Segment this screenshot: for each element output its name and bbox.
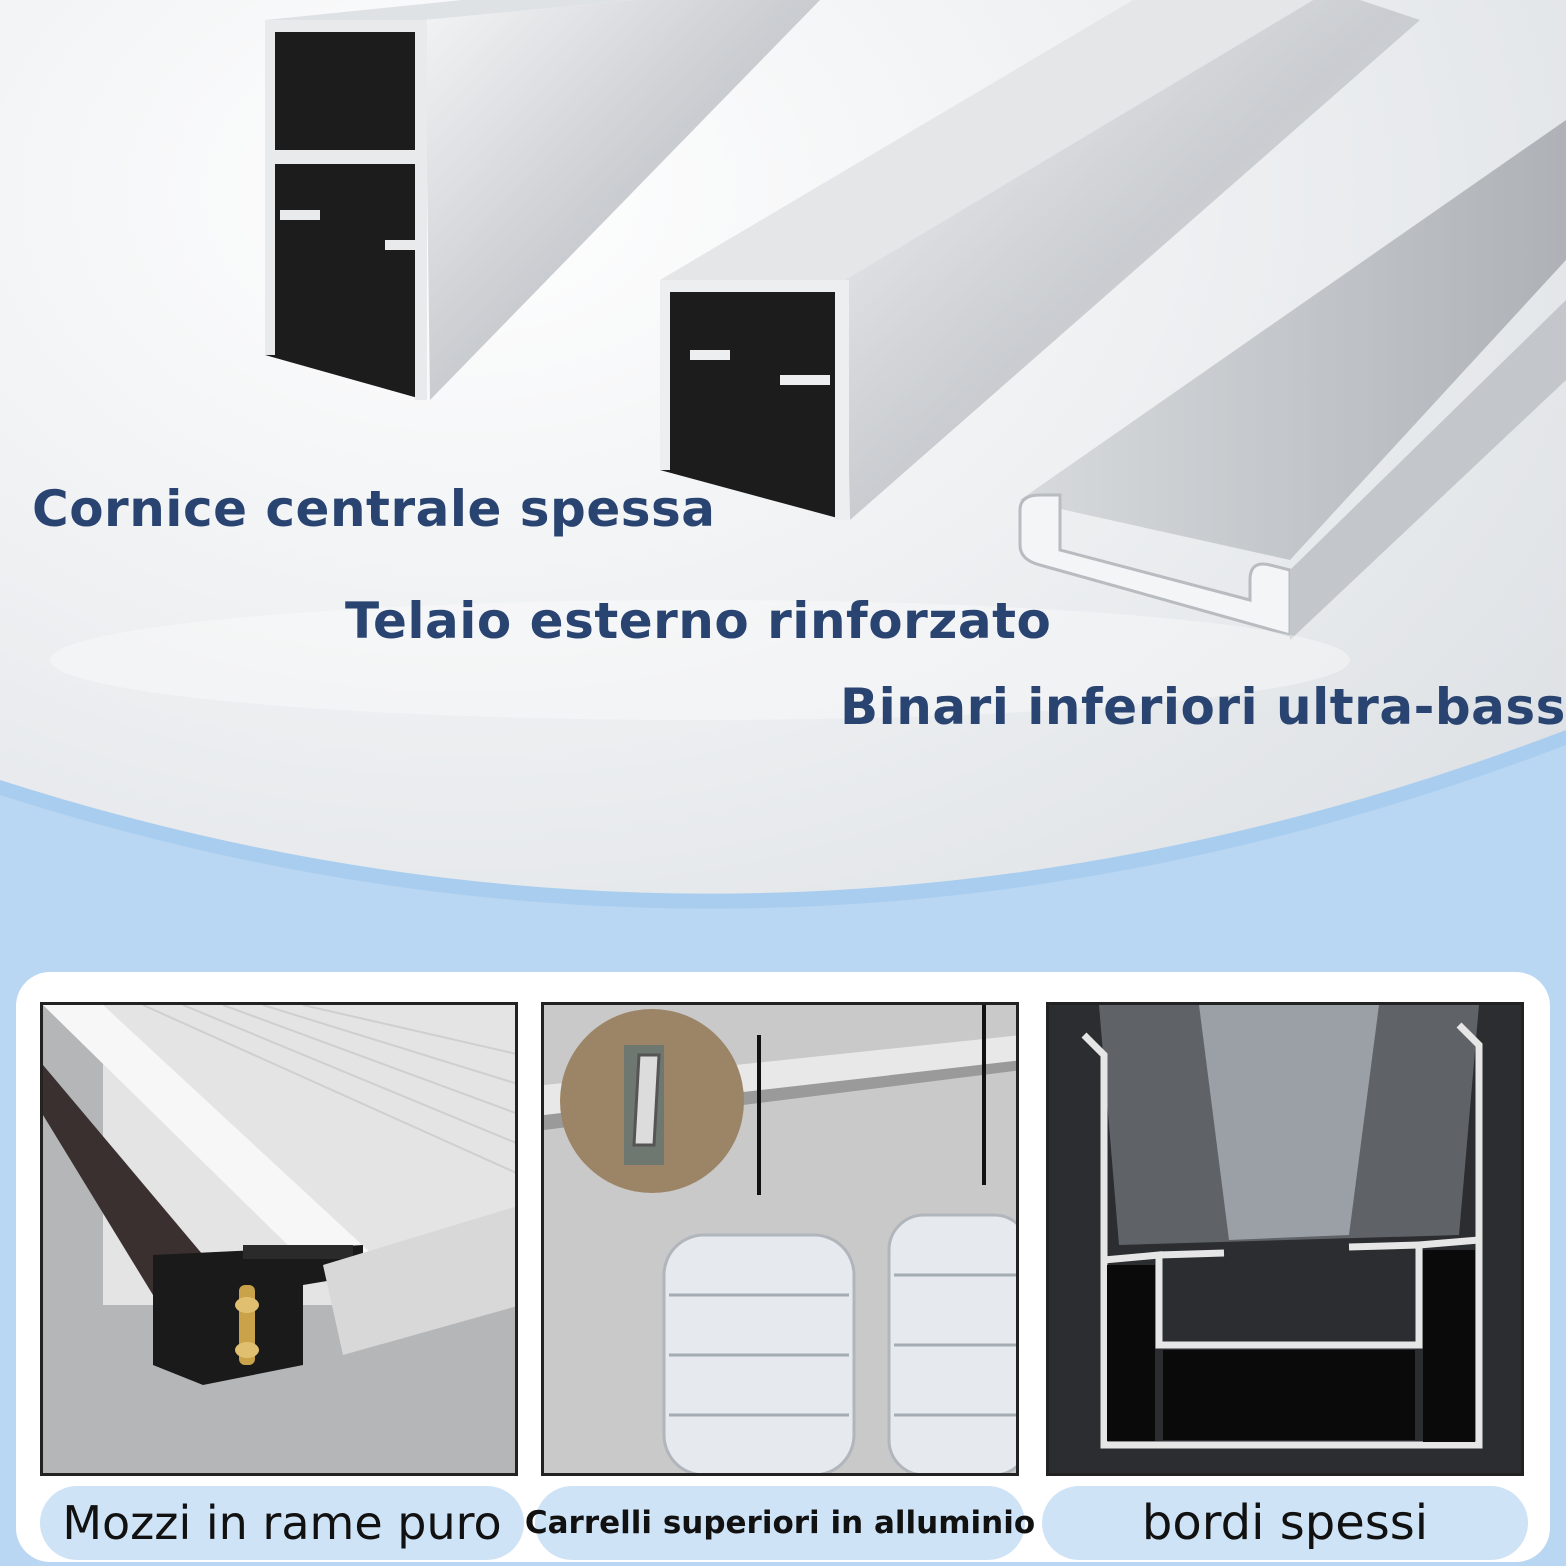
aluminium-profiles-illustration [265, 0, 1566, 640]
bottom-rail-profile [1018, 120, 1566, 640]
aluminium-track-load-photo [541, 1002, 1019, 1476]
hero-label-outer-frame: Telaio esterno rinforzato [345, 592, 1052, 650]
copper-hub-icon [43, 1005, 515, 1473]
center-frame-profile [265, 0, 820, 400]
hero-section: Cornice centrale spessa Telaio esterno r… [0, 0, 1566, 960]
thick-edge-icon [1049, 1005, 1521, 1473]
copper-hub-profile-photo [40, 1002, 518, 1476]
caption-aluminium-carriages: Carrelli superiori in alluminio [525, 1486, 1035, 1560]
thick-edge-profile-photo [1046, 1002, 1524, 1476]
caption-thick-edges: bordi spessi [1042, 1486, 1528, 1560]
hero-label-center-frame: Cornice centrale spessa [32, 480, 716, 538]
outer-frame-profile [660, 0, 1420, 520]
hero-label-bottom-rails: Binari inferiori ultra-bassi [840, 678, 1566, 736]
caption-copper-hubs: Mozzi in rame puro [40, 1486, 524, 1560]
aluminium-track-icon [544, 1005, 1016, 1473]
blue-wave-background [0, 730, 1566, 1000]
